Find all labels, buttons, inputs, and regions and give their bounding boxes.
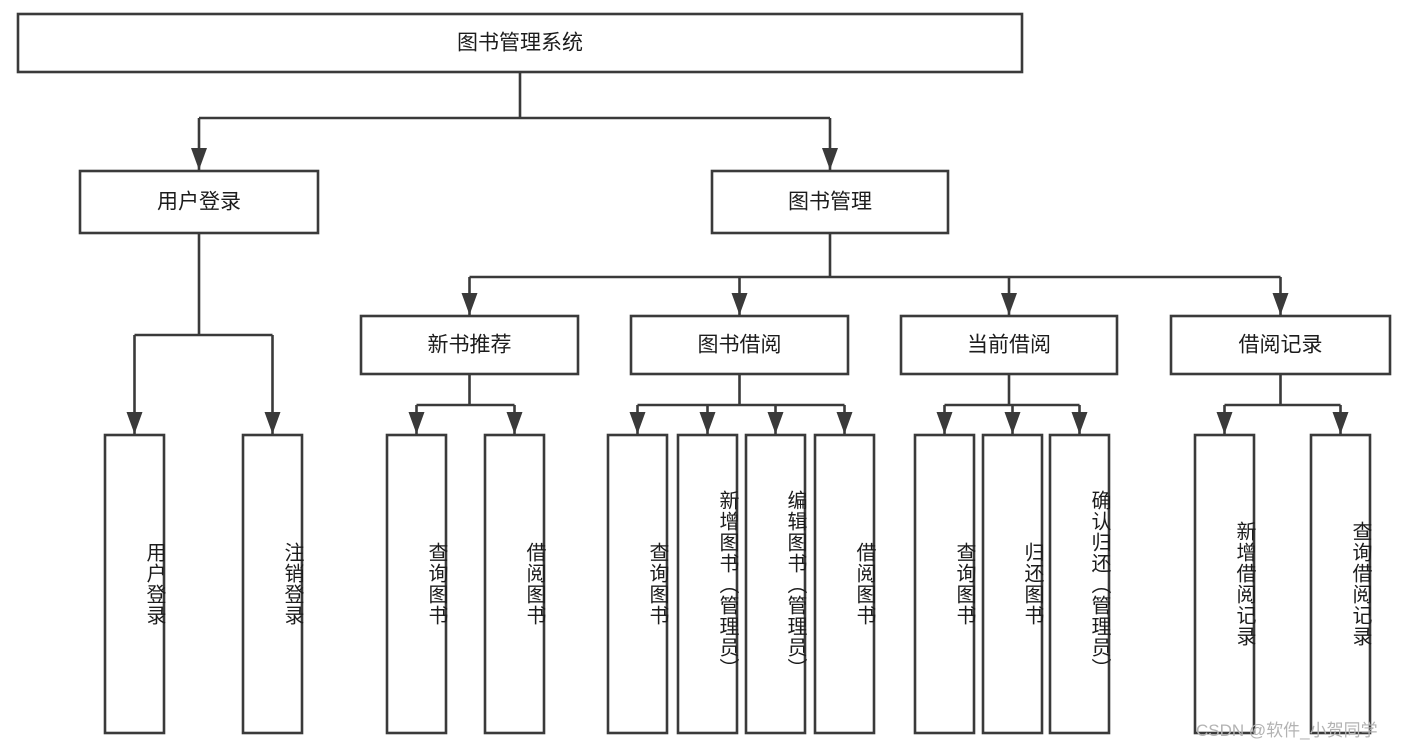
node-box-book-borrow[interactable] [629, 314, 850, 376]
arrow-head-icon [408, 412, 425, 434]
arrow-head-icon [461, 293, 478, 315]
arrow-head-icon [822, 148, 838, 170]
connector-lines-layer [126, 72, 1349, 434]
node-box-leaf-query-book-borrow[interactable] [606, 433, 669, 735]
node-box-leaf-borrow-book[interactable] [813, 433, 876, 735]
arrow-head-icon [731, 293, 748, 315]
node-box-leaf-confirm-return-admin[interactable] [1048, 433, 1111, 735]
arrow-head-icon [126, 412, 143, 434]
node-box-leaf-query-borrow-record[interactable] [1309, 433, 1372, 735]
csdn-watermark: CSDN @软件_小贺同学 [1196, 721, 1378, 740]
arrow-head-icon [1071, 412, 1088, 434]
arrow-head-icon [1332, 412, 1349, 434]
node-box-book-management[interactable] [710, 169, 950, 235]
node-label-borrow-record: 借阅记录 [1239, 334, 1323, 357]
arrow-head-icon [1216, 412, 1233, 434]
arrow-head-icon [1001, 293, 1017, 315]
node-box-root[interactable] [16, 12, 1024, 74]
node-label-current-borrow: 当前借阅 [967, 334, 1051, 357]
arrow-head-icon [1272, 293, 1289, 315]
node-box-current-borrow[interactable] [899, 314, 1119, 376]
node-label-root: 图书管理系统 [457, 32, 583, 55]
node-label-user-login: 用户登录 [157, 191, 241, 214]
node-box-leaf-user-logout[interactable] [241, 433, 304, 735]
arrow-head-icon [629, 412, 646, 434]
arrow-head-icon [699, 412, 716, 434]
arrow-head-icon [191, 148, 207, 170]
node-box-leaf-borrow-book-recommend[interactable] [483, 433, 546, 735]
node-box-new-book-recommend[interactable] [359, 314, 580, 376]
node-box-leaf-query-book-recommend[interactable] [385, 433, 448, 735]
node-box-leaf-add-borrow-record[interactable] [1193, 433, 1256, 735]
node-box-borrow-record[interactable] [1169, 314, 1392, 376]
arrow-head-icon [936, 412, 953, 434]
arrow-head-icon [836, 412, 853, 434]
node-boxes-layer [16, 12, 1392, 735]
node-box-leaf-query-book-current[interactable] [913, 433, 976, 735]
node-label-book-borrow: 图书借阅 [698, 334, 782, 357]
arrow-head-icon [1004, 412, 1021, 434]
node-box-leaf-user-login[interactable] [103, 433, 166, 735]
node-label-new-book-recommend: 新书推荐 [428, 334, 512, 357]
arrow-head-icon [264, 412, 281, 434]
node-box-user-login[interactable] [78, 169, 320, 235]
node-label-book-management: 图书管理 [788, 191, 872, 214]
arrow-head-icon [767, 412, 784, 434]
arrow-head-icon [506, 412, 523, 434]
node-box-leaf-edit-book-admin[interactable] [744, 433, 807, 735]
node-box-leaf-return-book[interactable] [981, 433, 1044, 735]
node-box-leaf-add-book-admin[interactable] [676, 433, 739, 735]
